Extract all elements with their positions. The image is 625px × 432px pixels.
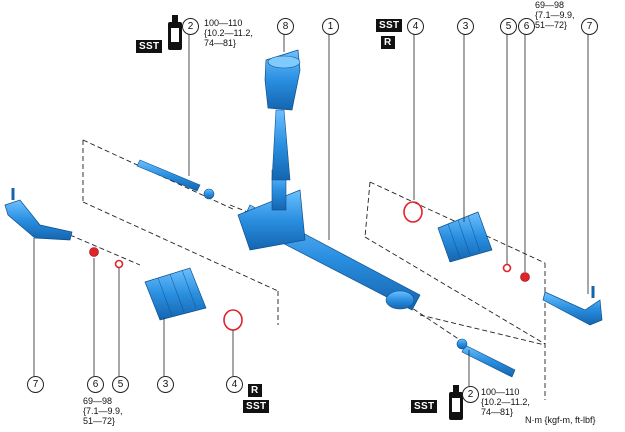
torque-unit-note: N·m {kgf-m, ft-lbf} bbox=[525, 415, 596, 425]
tie-rod-top bbox=[136, 159, 215, 200]
callout-4-right: 4 bbox=[407, 18, 424, 35]
boot-left bbox=[144, 267, 207, 321]
r-tag-bottom: R bbox=[248, 384, 262, 397]
r-tag-top-right: R bbox=[381, 36, 395, 49]
sst-tag-top-left: SST bbox=[136, 40, 163, 53]
torque-spec-locknut-left: 69—98 {7.1—9.9, 51—72} bbox=[83, 396, 123, 426]
torque-spec-locknut-right: 69—98 {7.1—9.9, 51—72} bbox=[535, 0, 575, 30]
callout-4-left: 4 bbox=[226, 376, 243, 393]
callout-7-right: 7 bbox=[581, 18, 598, 35]
callout-8: 8 bbox=[277, 18, 294, 35]
callout-1: 1 bbox=[322, 18, 339, 35]
pinion-dust-cover bbox=[264, 49, 301, 111]
grease-can-icon bbox=[168, 15, 182, 50]
callout-5-right: 5 bbox=[500, 18, 517, 35]
torque-spec-tie-rod-top: 100—110 {10.2—11.2, 74—81} bbox=[204, 18, 253, 48]
tie-rod-end-right bbox=[542, 286, 603, 326]
callout-6-left: 6 bbox=[87, 376, 104, 393]
grease-can-icon bbox=[449, 385, 463, 420]
callout-2-top: 2 bbox=[182, 18, 199, 35]
sst-tag-top-right: SST bbox=[376, 19, 403, 32]
sst-tag-bottom-left: SST bbox=[243, 400, 270, 413]
callout-3-left: 3 bbox=[157, 376, 174, 393]
callout-6-right: 6 bbox=[518, 18, 535, 35]
callout-2-bottom: 2 bbox=[462, 386, 479, 403]
steering-gear-housing bbox=[237, 109, 421, 311]
callout-3-right: 3 bbox=[457, 18, 474, 35]
sst-tag-bottom-right: SST bbox=[411, 400, 438, 413]
boot-right bbox=[437, 211, 493, 263]
callout-leaders bbox=[33, 34, 589, 386]
torque-spec-tie-rod-bottom: 100—110 {10.2—11.2, 74—81} bbox=[481, 387, 530, 417]
callout-7-left: 7 bbox=[27, 376, 44, 393]
tie-rod-bottom bbox=[456, 338, 516, 378]
callout-5-left: 5 bbox=[112, 376, 129, 393]
tie-rod-end-left bbox=[4, 188, 73, 241]
